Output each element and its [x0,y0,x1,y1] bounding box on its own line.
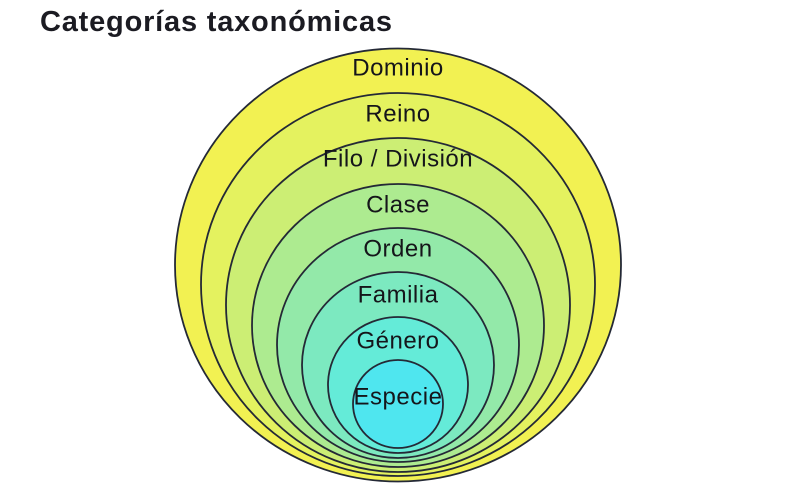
level-label-1: Dominio [352,55,444,82]
level-label-7: Género [356,328,439,355]
level-label-3: Filo / División [323,146,473,173]
level-label-2: Reino [365,101,430,128]
level-label-8: Especie [354,384,443,411]
page-title: Categorías taxonómicas [40,6,393,38]
level-label-6: Familia [358,282,439,309]
level-label-5: Orden [363,236,432,263]
level-label-4: Clase [366,192,430,219]
level-circle-8 [352,359,444,449]
